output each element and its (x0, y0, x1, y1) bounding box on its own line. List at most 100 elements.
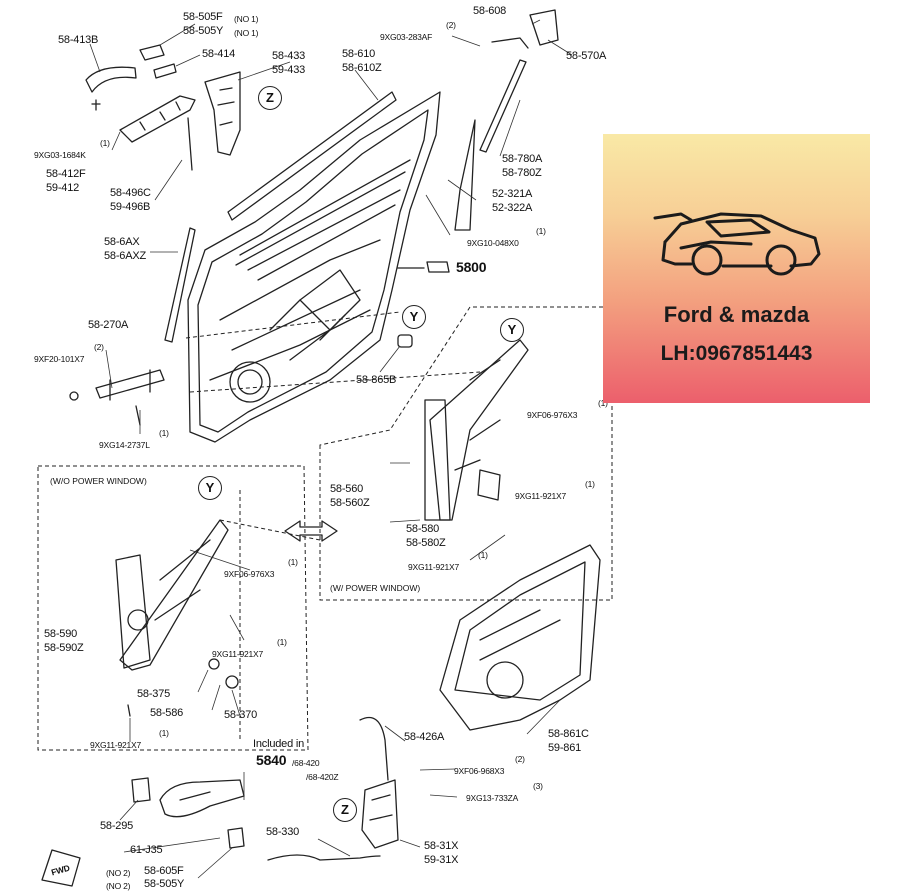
label-9xf06-976x3-1: 9XF06-976X3 (527, 410, 578, 420)
label-58-865b: 58-865B (356, 374, 397, 386)
label-58-270a: 58-270A (88, 319, 129, 331)
label-58-505f: 58-505F (183, 11, 223, 23)
label-58-605f: 58-605F (144, 865, 184, 877)
label-9xg10-048x0: 9XG10-048X0 (467, 238, 519, 248)
label-58-560: 58-560 (330, 483, 364, 495)
label-9xf06-976x3-2: 9XF06-976X3 (224, 569, 275, 579)
manual-window-frame (37, 465, 309, 751)
label-59-31x: 59-31X (424, 854, 459, 866)
label-5840: 5840 (256, 752, 287, 768)
label-58-330: 58-330 (266, 826, 300, 838)
label-68-420z: /68-420Z (306, 772, 339, 782)
regulator-power (429, 339, 529, 521)
door-check (95, 369, 165, 399)
label-58-505y: 58-505Y (183, 25, 224, 37)
label-283-qty: (2) (446, 20, 456, 30)
callout-y-manual: Y (198, 476, 222, 500)
label-1684-qty: (1) (100, 138, 110, 148)
label-976-qty-2: (1) (288, 557, 298, 567)
callout-z-top: Z (258, 86, 282, 110)
label-9xg03-283af: 9XG03-283AF (380, 32, 433, 42)
label-58-580: 58-580 (406, 523, 440, 535)
label-9xg11-921x7-3: 9XG11-921X7 (212, 649, 264, 659)
label-58-412f: 58-412F (46, 168, 86, 180)
outer-handle (85, 66, 137, 93)
ad-phone-text: LH:0967851443 (660, 342, 813, 365)
label-58-861c: 58-861C (548, 728, 589, 740)
label-921-qty-3: (1) (277, 637, 287, 647)
label-58-580z: 58-580Z (406, 537, 446, 549)
label-58-414: 58-414 (202, 48, 236, 60)
label-52-321a: 52-321A (492, 188, 533, 200)
label-58-295: 58-295 (100, 820, 134, 832)
label-58-505y-qty: (NO 1) (234, 28, 259, 38)
label-605f-qty: (NO 2) (106, 868, 131, 878)
label-included-in: Included in (253, 738, 305, 750)
door-latch (361, 779, 399, 849)
sports-car-icon (653, 212, 821, 276)
label-9xg03-1684k: 9XG03-1684K (34, 150, 86, 160)
label-58-505y-2: 58-505Y (144, 878, 185, 890)
label-59-412: 59-412 (46, 182, 80, 194)
door-panel (187, 91, 441, 443)
label-58-505f-qty: (NO 1) (234, 14, 259, 24)
label-with-power-window: (W/ POWER WINDOW) (328, 583, 423, 593)
label-59-433: 59-433 (272, 64, 306, 76)
callout-y-door: Y (402, 305, 426, 329)
label-976-qty-1: (1) (598, 398, 608, 408)
label-58-590z: 58-590Z (44, 642, 84, 654)
label-58-370: 58-370 (224, 709, 258, 721)
label-921-qty-1: (1) (585, 479, 595, 489)
label-9xg11-921x7-4: 9XG11-921X7 (90, 740, 142, 750)
label-58-6ax: 58-6AX (104, 236, 140, 248)
ad-brand-text: Ford & mazda (663, 302, 810, 327)
label-58-31x: 58-31X (424, 840, 459, 852)
label-733-qty: (3) (533, 781, 543, 791)
label-9xf20-101x7: 9XF20-101X7 (34, 354, 85, 364)
label-921-qty-4: (1) (159, 728, 169, 738)
label-58-780z: 58-780Z (502, 167, 542, 179)
label-58-426a: 58-426A (404, 731, 445, 743)
label-9xf06-968x3: 9XF06-968X3 (454, 766, 505, 776)
inner-door-panel (439, 544, 601, 731)
label-58-560z: 58-560Z (330, 497, 370, 509)
label-2737-qty: (1) (159, 428, 169, 438)
label-59-496b: 59-496B (110, 201, 151, 213)
label-58-496c: 58-496C (110, 187, 151, 199)
label-58-433: 58-433 (272, 50, 306, 62)
label-9xg11-921x7-1: 9XG11-921X7 (515, 491, 567, 501)
label-58-375: 58-375 (137, 688, 171, 700)
label-58-586: 58-586 (150, 707, 184, 719)
label-58-780a: 58-780A (502, 153, 543, 165)
label-968-qty: (2) (515, 754, 525, 764)
callout-z-latch: Z (333, 798, 357, 822)
label-9xg13-733za: 9XG13-733ZA (466, 793, 519, 803)
label-58-6axz: 58-6AXZ (104, 250, 147, 262)
label-without-power-window: (W/O POWER WINDOW) (48, 476, 149, 486)
label-505y2-qty: (NO 2) (106, 881, 131, 891)
label-52-322a: 52-322A (492, 202, 533, 214)
label-59-861: 59-861 (548, 742, 582, 754)
advertisement-box: Ford & mazda LH:0967851443 (603, 134, 870, 403)
label-58-610z: 58-610Z (342, 62, 382, 74)
label-9xg14-2737l: 9XG14-2737L (99, 440, 150, 450)
label-58-590: 58-590 (44, 628, 78, 640)
swap-arrow (284, 520, 338, 542)
label-5800: 5800 (456, 259, 487, 275)
label-61-j35: 61-J35 (130, 844, 163, 856)
label-58-610: 58-610 (342, 48, 376, 60)
label-68-420: /68-420 (292, 758, 320, 768)
inner-handle (159, 779, 245, 818)
glass-run-channel (227, 91, 397, 221)
power-window-frame (319, 306, 613, 601)
label-101-qty: (2) (94, 342, 104, 352)
label-921-qty-2: (1) (478, 550, 488, 560)
label-048-qty: (1) (536, 226, 546, 236)
callout-y-power: Y (500, 318, 524, 342)
label-58-413b: 58-413B (58, 34, 99, 46)
label-58-570a: 58-570A (566, 50, 607, 62)
label-58-608: 58-608 (473, 5, 507, 17)
label-9xg11-921x7-2: 9XG11-921X7 (408, 562, 460, 572)
fwd-arrow (41, 849, 81, 887)
